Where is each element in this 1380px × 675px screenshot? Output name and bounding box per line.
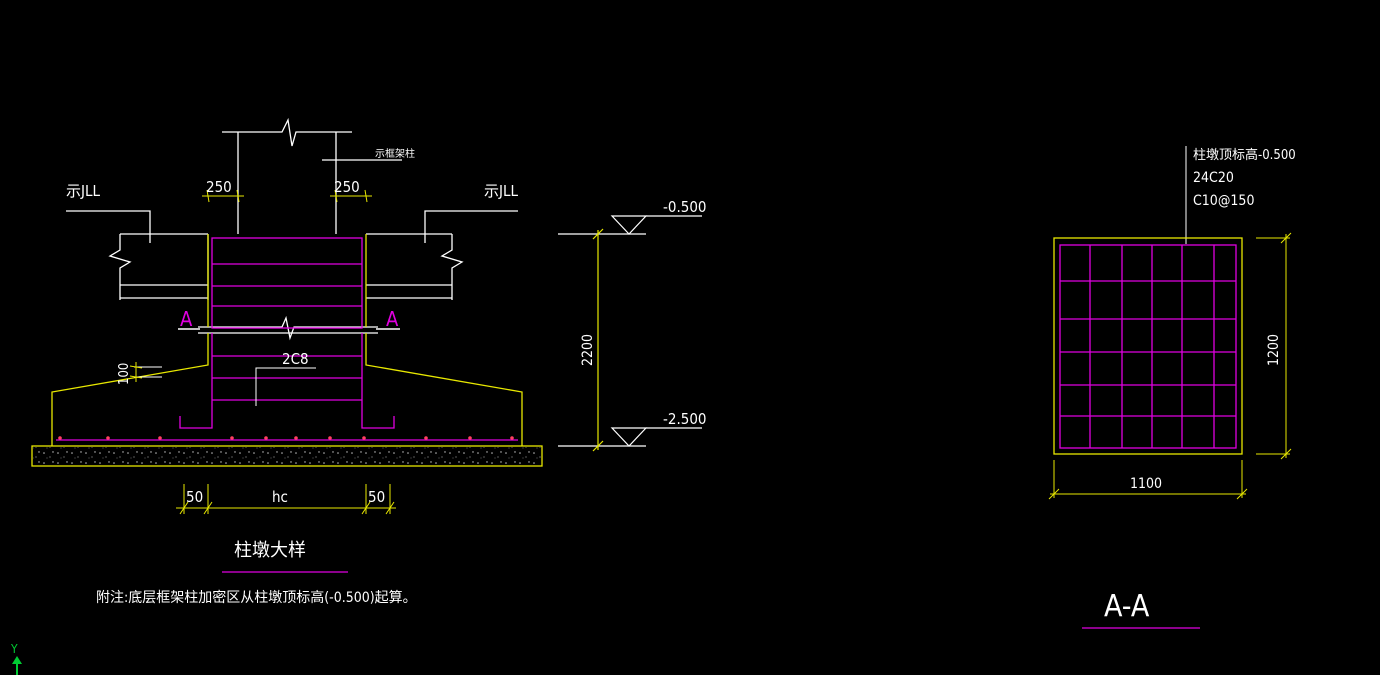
- beam-right-outline: [366, 210, 518, 300]
- dim-hc: hc: [272, 488, 288, 506]
- beam-left-label: 示JLL: [66, 182, 100, 200]
- section-rebar-grid: [1059, 244, 1237, 449]
- dim-250-right: 250: [334, 178, 360, 196]
- pier-rebar: [56, 237, 518, 441]
- dimension-lines: [129, 189, 396, 515]
- top-level-label: -0.500: [663, 198, 707, 216]
- dim-50-left: 50: [186, 488, 203, 506]
- callout-line-3: C10@150: [1193, 193, 1254, 209]
- pier-concrete-outline: [31, 234, 543, 467]
- dim-100: 100: [117, 363, 132, 385]
- column-outline: [222, 117, 402, 234]
- section-dimensions: [1048, 232, 1292, 500]
- section-mark-right: A: [386, 307, 399, 331]
- callout-line-2: 24C20: [1193, 170, 1234, 186]
- section-concrete-outline: [1053, 237, 1243, 455]
- beam-left-outline: [66, 210, 209, 300]
- elevation-markers: [558, 215, 702, 452]
- bottom-level-label: -2.500: [663, 410, 707, 428]
- section-dim-width: 1100: [1130, 476, 1162, 492]
- callout-line-1: 柱墩顶标高-0.500: [1193, 147, 1296, 163]
- gravel-bedding: [33, 447, 541, 465]
- detail-note: 附注:底层框架柱加密区从柱墩顶标高(-0.500)起算。: [96, 589, 417, 606]
- height-dim-label: 2200: [580, 334, 596, 366]
- detail-title: 柱墩大样: [234, 540, 306, 561]
- dim-250-left: 250: [206, 178, 232, 196]
- section-mark-left: A: [180, 307, 193, 331]
- column-label: 示框架柱: [375, 147, 415, 160]
- beam-right-label: 示JLL: [484, 182, 518, 200]
- ucs-y-label: Y: [10, 642, 18, 656]
- section-dim-height: 1200: [1266, 334, 1282, 366]
- ucs-axis-icon: Y: [10, 642, 22, 675]
- stirrup-label: 2C8: [282, 350, 309, 368]
- section-title: A-A: [1104, 589, 1150, 624]
- section-aa-drawing: 柱墩顶标高-0.500 24C20 C10@150 1200 1100 A-A: [1048, 146, 1296, 629]
- dim-50-right: 50: [368, 488, 385, 506]
- bottom-rebar-dots: [58, 436, 514, 440]
- pier-detail-drawing: 示JLL 示JLL 示框架柱 250 250 2C8 100 50 hc 50 …: [31, 117, 707, 606]
